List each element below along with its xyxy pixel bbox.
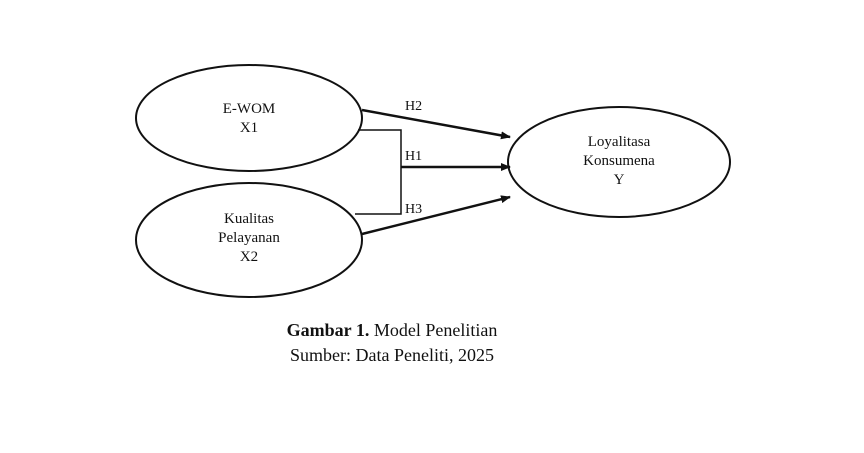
x2-name-1: Kualitas: [223, 211, 274, 227]
edge-label-h1: H1: [405, 149, 423, 164]
node-x1-ellipse: [135, 64, 363, 172]
node-y-label: Loyalitasa Konsumena Y: [583, 133, 655, 190]
edge-label-h2: H2: [405, 99, 423, 114]
x2-name-2: Pelayanan: [218, 230, 280, 246]
bracket-joint: [355, 129, 402, 215]
node-y-ellipse: [507, 106, 731, 218]
y-code: Y: [613, 172, 625, 188]
y-name-1: Loyalitasa: [587, 134, 651, 150]
y-name-2: Konsumena: [583, 153, 655, 169]
x2-code: X2: [239, 249, 259, 265]
x1-name: E-WOM: [222, 101, 276, 117]
arrow-h2: [361, 108, 511, 140]
caption-title: Model Penelitian: [369, 320, 498, 340]
caption-number: Gambar 1.: [286, 320, 370, 340]
figure-source: Sumber: Data Peneliti, 2025: [290, 345, 494, 365]
figure-caption: Gambar 1. Model Penelitian: [287, 320, 498, 341]
node-x1-label: E-WOM X1: [223, 100, 276, 138]
node-x2-label: Kualitas Pelayanan X2: [218, 210, 280, 267]
arrow-h3: [361, 195, 511, 236]
x1-code: X1: [239, 120, 259, 136]
edge-label-h3: H3: [405, 202, 423, 217]
node-x2-ellipse: [135, 182, 363, 298]
